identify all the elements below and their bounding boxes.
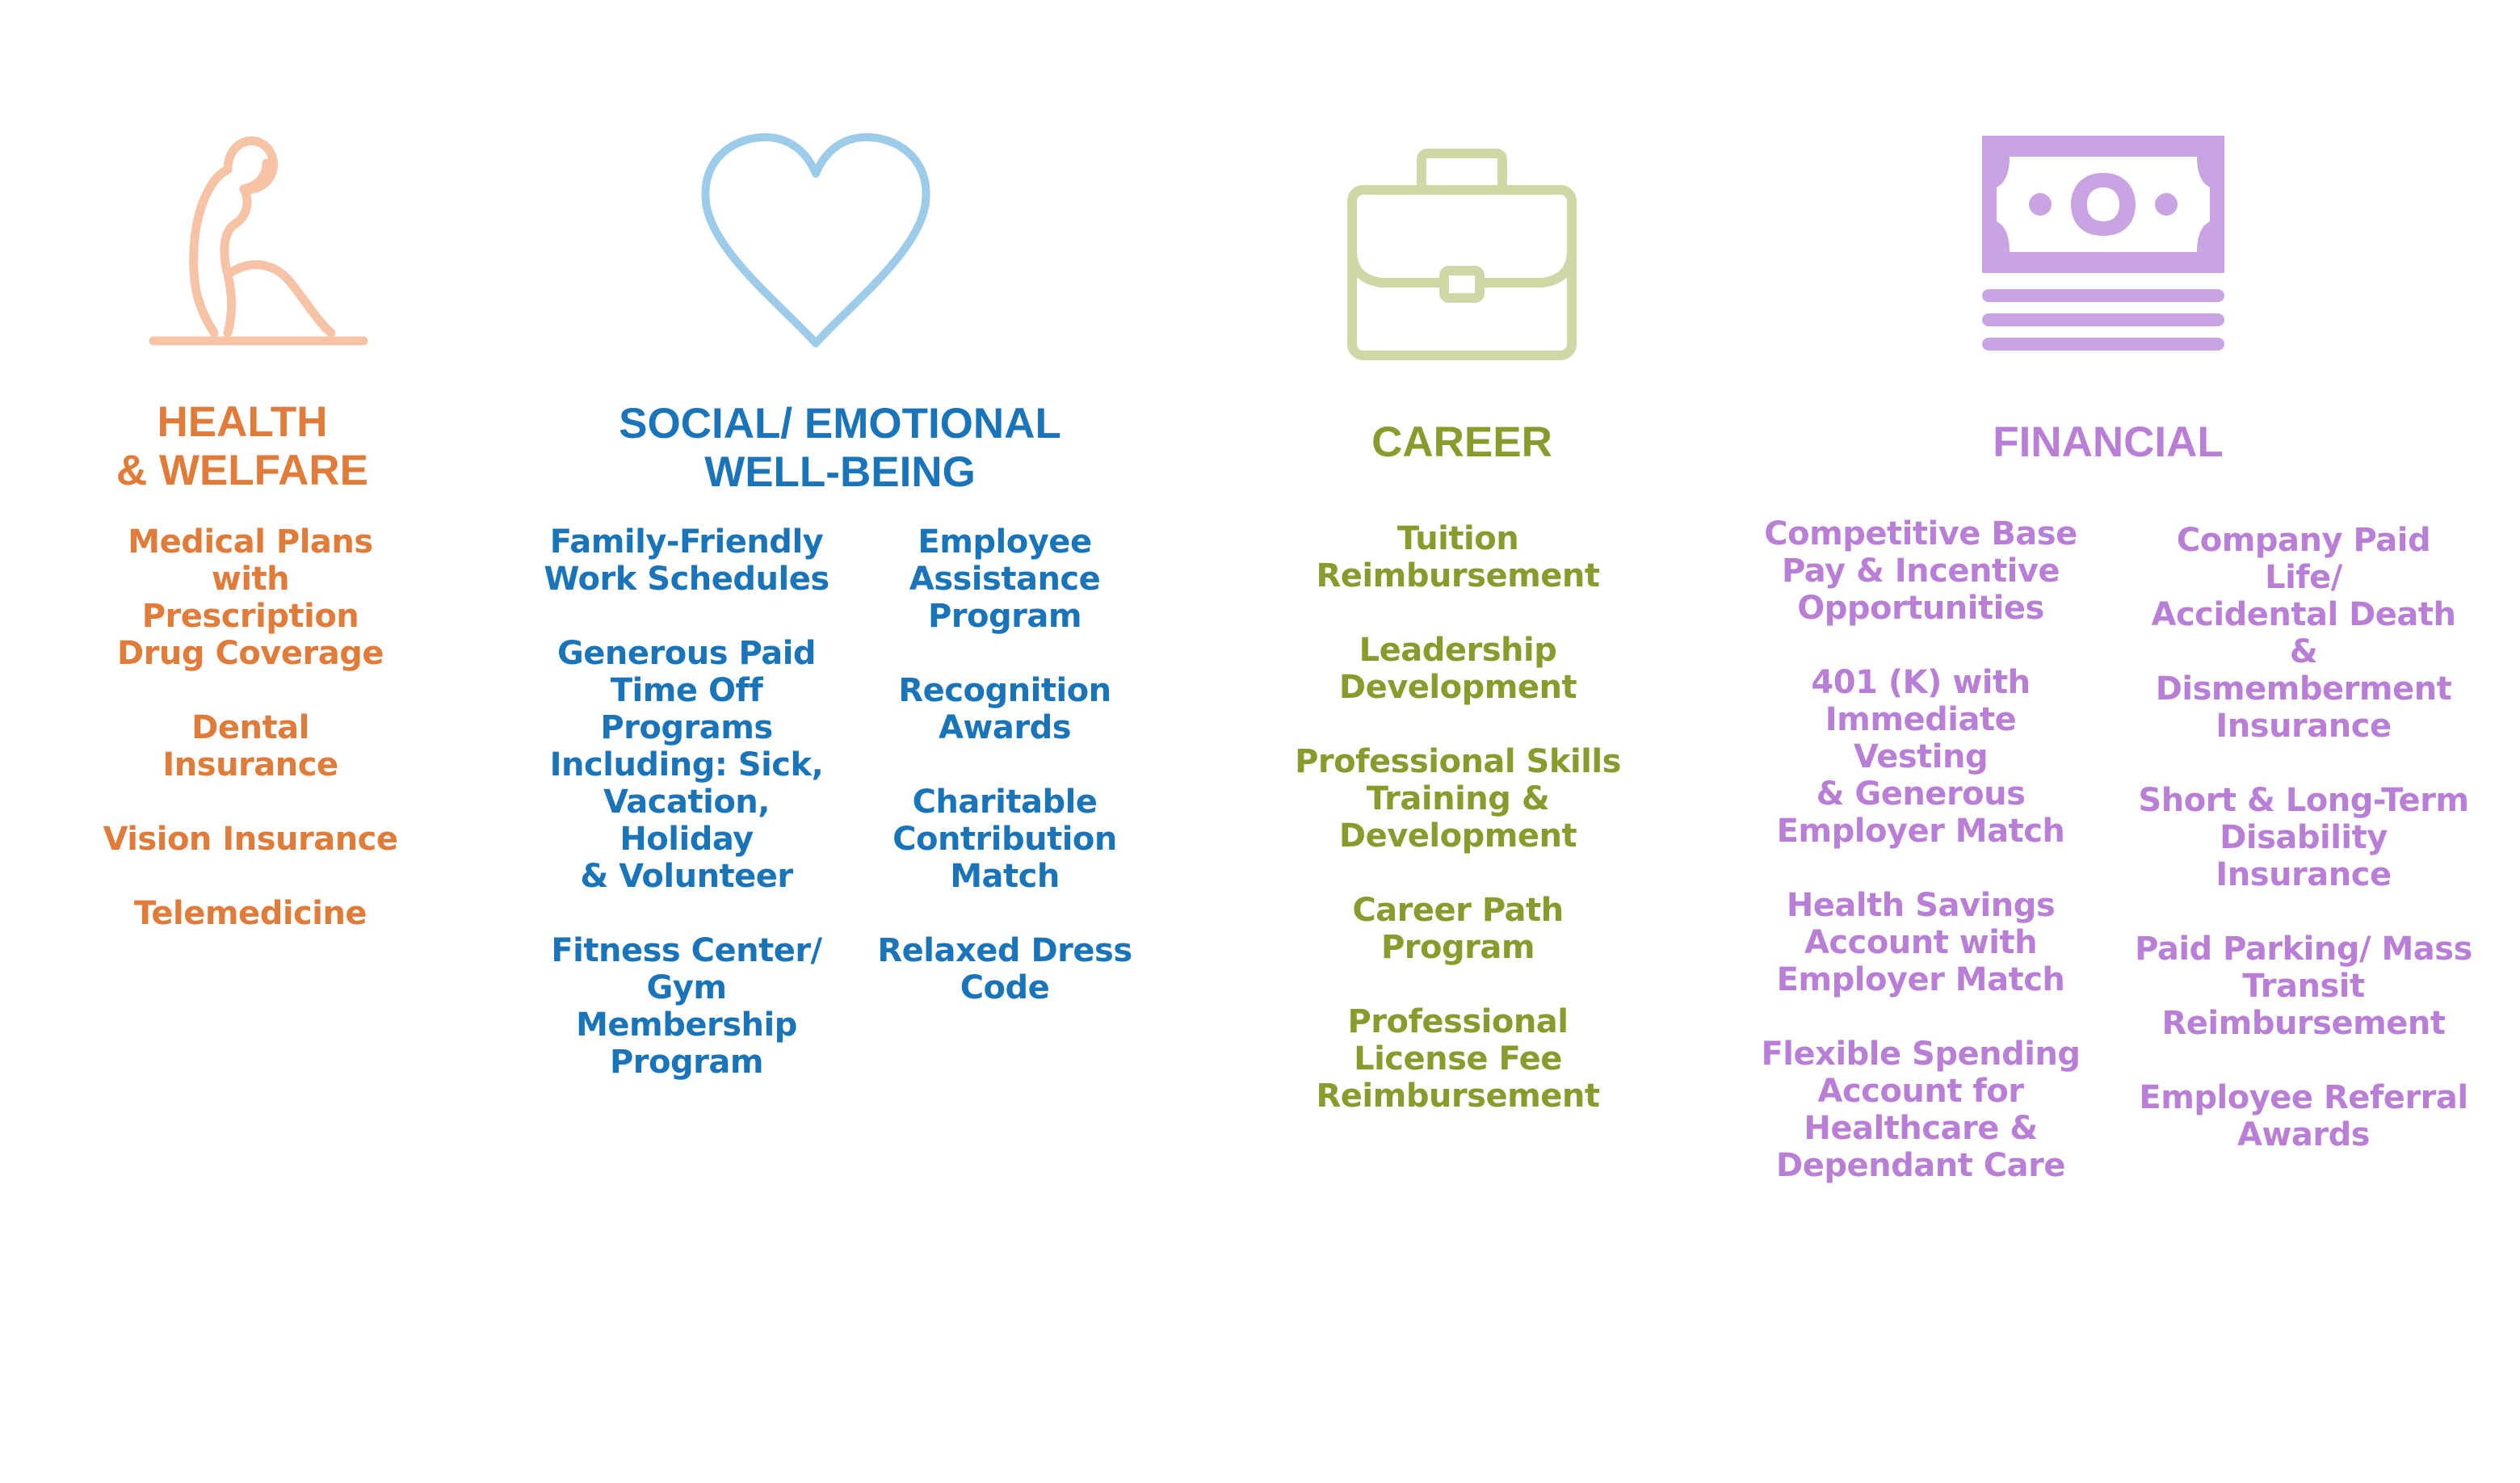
list-item: Tuition Reimbursement [1316,520,1601,594]
list-item: Medical Plans with Prescription Drug Cov… [117,523,384,672]
list-item: Professional Skills Training & Developme… [1295,743,1621,855]
money-bill-icon [1977,131,2229,357]
briefcase-icon [1341,145,1583,363]
list-item: Family-Friendly Work Schedules [544,523,830,598]
list-item: Career Path Program [1352,892,1564,966]
financial-title: FINANCIAL [1993,418,2224,466]
financial-benefits-right-list: Company Paid Life/ Accidental Death & Di… [2134,522,2473,1191]
list-item: Dental Insurance [162,709,338,784]
list-item: 401 (K) with Immediate Vesting & Generou… [1776,664,2065,850]
social-benefits-left-list: Family-Friendly Work Schedules Generous … [533,523,840,1118]
health-benefits-list: Medical Plans with Prescription Drug Cov… [89,523,412,969]
financial-benefits-left-list: Competitive Base Pay & Incentive Opportu… [1759,515,2082,1221]
heart-icon [695,129,937,355]
list-item: Vision Insurance [103,821,398,858]
fitness-person-icon [137,121,372,355]
career-benefits-list: Tuition Reimbursement Leadership Develop… [1284,520,1632,1152]
list-item: Relaxed Dress Code [877,932,1132,1006]
list-item: Flexible Spending Account for Healthcare… [1761,1036,2081,1184]
list-item: Short & Long-Term Disability Insurance [2138,782,2469,893]
social-benefits-right-list: Employee Assistance Program Recognition … [859,523,1150,1044]
list-item: Employee Referral Awards [2139,1079,2468,1153]
health-welfare-title: HEALTH & WELFARE [116,398,369,494]
list-item: Company Paid Life/ Accidental Death & Di… [2151,522,2457,745]
list-item: Paid Parking/ Mass Transit Reimbursement [2135,931,2472,1042]
list-item: Fitness Center/ Gym Membership Program [551,932,822,1081]
list-item: Health Savings Account with Employer Mat… [1776,887,2065,998]
list-item: Employee Assistance Program [909,523,1101,635]
social-emotional-title: SOCIAL/ EMOTIONAL WELL-BEING [619,400,1061,496]
list-item: Competitive Base Pay & Incentive Opportu… [1764,515,2077,627]
list-item: Leadership Development [1338,632,1577,706]
list-item: Telemedicine [133,895,368,932]
list-item: Generous Paid Time Off Programs Includin… [549,635,824,895]
list-item: Charitable Contribution Match [892,784,1117,895]
list-item: Professional License Fee Reimbursement [1316,1003,1601,1115]
list-item: Recognition Awards [898,672,1111,746]
career-title: CAREER [1371,418,1552,466]
